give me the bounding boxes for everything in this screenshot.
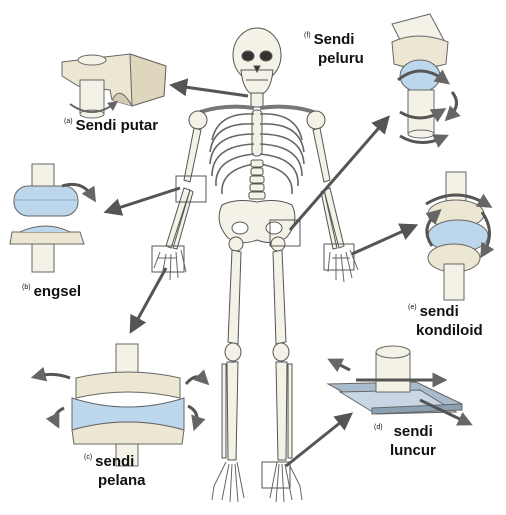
- pelvis: [219, 201, 295, 243]
- ball-socket-joint-illustration: [392, 14, 457, 143]
- label-text-f: Sendi: [314, 31, 355, 48]
- label-condyloid-joint: (e)sendi kondiloid: [408, 304, 483, 339]
- label-text2-d: luncur: [390, 443, 436, 459]
- sternum: [252, 110, 262, 156]
- left-hand: [154, 250, 186, 280]
- neck-vertebrae: [251, 93, 263, 107]
- left-fibula: [222, 364, 226, 458]
- condyloid-joint-illustration: [426, 172, 490, 300]
- label-text2-c: pelana: [98, 473, 146, 489]
- pivot-joint-illustration: [62, 54, 166, 118]
- label-text-a: Sendi putar: [76, 117, 159, 134]
- spine: [249, 160, 265, 199]
- right-fibula: [288, 364, 292, 458]
- label-letter-e: (e): [408, 304, 417, 311]
- left-patella: [225, 343, 241, 361]
- label-text2-f: peluru: [318, 51, 364, 67]
- label-gliding-joint: (d) sendi luncur: [374, 424, 436, 459]
- label-letter-c: (c): [84, 454, 92, 461]
- left-foot: [212, 462, 244, 502]
- right-patella: [273, 343, 289, 361]
- skeleton: [154, 28, 358, 502]
- left-femur: [228, 250, 241, 344]
- label-text-e: sendi: [420, 303, 459, 320]
- label-text-d: sendi: [394, 423, 433, 440]
- right-humerus: [313, 128, 330, 182]
- label-text2-e: kondiloid: [416, 323, 483, 339]
- gliding-joint-illustration: [328, 346, 466, 422]
- left-clavicle: [200, 107, 254, 112]
- saddle-joint-illustration: [38, 344, 204, 466]
- right-clavicle: [260, 107, 314, 112]
- label-text-c: sendi: [95, 453, 134, 470]
- hinge-joint-illustration: [10, 164, 92, 272]
- left-tibia: [227, 362, 238, 460]
- label-letter-f: (f): [304, 32, 311, 39]
- label-saddle-joint: (c)sendi pelana: [84, 454, 146, 489]
- label-letter-a: (a): [64, 118, 73, 125]
- label-pivot-joint: (a)Sendi putar: [64, 118, 158, 135]
- label-letter-d: (d): [374, 424, 383, 431]
- label-text-b: engsel: [34, 283, 82, 300]
- jaw: [241, 70, 273, 96]
- right-tibia: [276, 362, 287, 460]
- left-humerus: [184, 128, 201, 182]
- right-foot: [270, 462, 302, 502]
- label-ball-socket-joint: (f)Sendi peluru: [304, 32, 364, 67]
- right-femur: [273, 250, 286, 344]
- label-hinge-joint: (b)engsel: [22, 284, 81, 301]
- label-letter-b: (b): [22, 284, 31, 291]
